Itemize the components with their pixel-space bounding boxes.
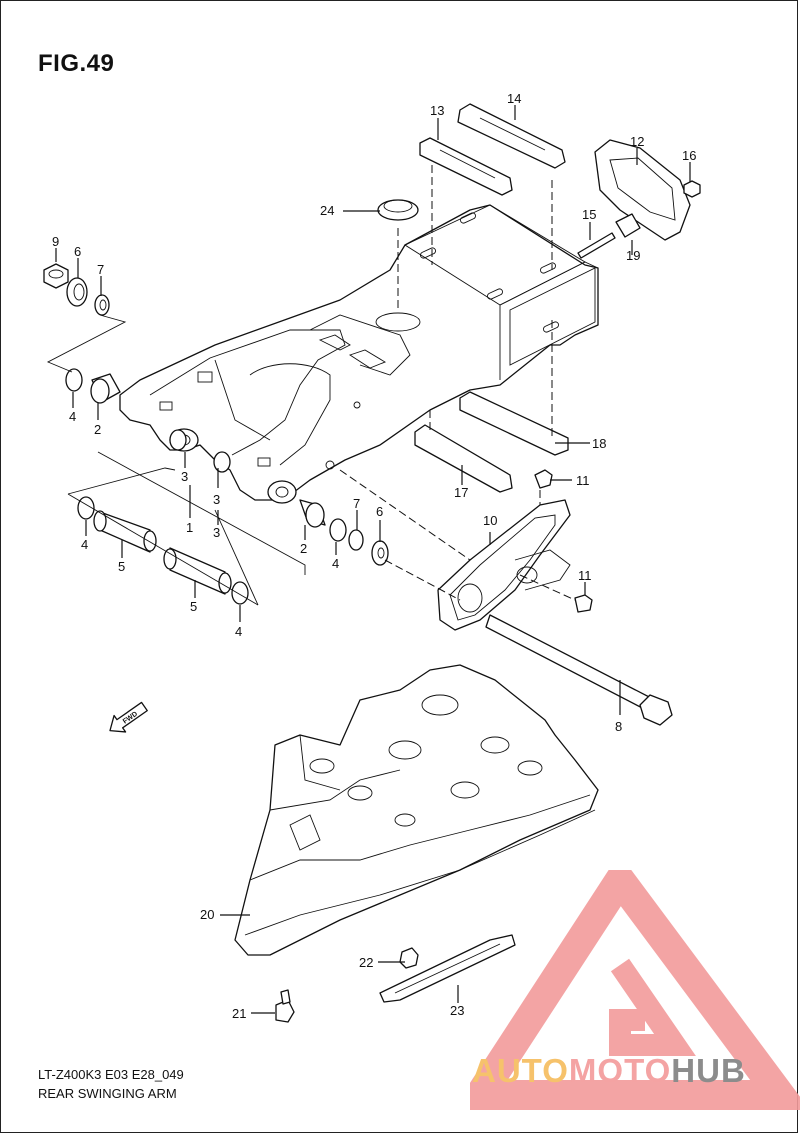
callout-2: 2 xyxy=(94,422,101,437)
watermark-text: AUTOMOTOHUB xyxy=(472,1052,746,1090)
callout-4c: 4 xyxy=(235,624,242,639)
callout-22: 22 xyxy=(359,955,373,970)
fwd-arrow: FWD xyxy=(109,701,148,733)
callout-11b: 11 xyxy=(578,568,592,583)
section-name: REAR SWINGING ARM xyxy=(38,1086,177,1101)
callout-21: 21 xyxy=(232,1006,246,1021)
callout-6: 6 xyxy=(74,244,81,259)
callout-3b: 3 xyxy=(213,492,220,507)
assembly-lines xyxy=(339,165,576,601)
callout-4b: 4 xyxy=(81,537,88,552)
fwd-label: FWD xyxy=(122,711,139,726)
watermark-logo xyxy=(470,870,800,1110)
callout-15: 15 xyxy=(582,207,596,222)
callout-4: 4 xyxy=(69,409,76,424)
callout-1: 1 xyxy=(186,520,193,535)
callout-19: 19 xyxy=(626,248,640,263)
skid-rail xyxy=(379,934,516,1003)
callout-11: 11 xyxy=(576,473,590,488)
callout-5: 5 xyxy=(118,559,125,574)
bushings xyxy=(43,263,389,605)
callout-3c: 3 xyxy=(213,525,220,540)
bolt-21-shank xyxy=(280,989,291,1005)
pivot-shaft xyxy=(485,614,673,726)
chain-guide-plate xyxy=(437,499,571,631)
callout-17: 17 xyxy=(454,485,468,500)
callout-12: 12 xyxy=(630,134,644,149)
callout-16: 16 xyxy=(682,148,696,163)
callout-13: 13 xyxy=(430,103,444,118)
callout-5b: 5 xyxy=(190,599,197,614)
callout-leaders xyxy=(55,105,691,1014)
watermark-hub: HUB xyxy=(671,1052,746,1089)
bracket-lines xyxy=(46,314,306,606)
callout-9: 9 xyxy=(52,234,59,249)
callout-6b: 6 xyxy=(376,504,383,519)
callout-3: 3 xyxy=(181,469,188,484)
model-code: LT-Z400K3 E03 E28_049 xyxy=(38,1067,184,1082)
callout-18: 18 xyxy=(592,436,606,451)
upper-brackets xyxy=(377,103,701,259)
callout-23: 23 xyxy=(450,1003,464,1018)
callout-4d: 4 xyxy=(332,556,339,571)
callout-20: 20 xyxy=(200,907,214,922)
figure-title: FIG.49 xyxy=(38,50,115,77)
callout-7: 7 xyxy=(97,262,104,277)
watermark-auto: AUTO xyxy=(472,1052,569,1089)
skid-plate xyxy=(234,664,599,956)
callout-2b: 2 xyxy=(300,541,307,556)
lower-brackets xyxy=(414,391,593,613)
callout-24: 24 xyxy=(320,203,334,218)
callout-10: 10 xyxy=(483,513,497,528)
callout-8: 8 xyxy=(615,719,622,734)
bolt-22 xyxy=(399,947,419,969)
callout-14: 14 xyxy=(507,91,521,106)
callout-labels: 9 6 7 4 2 3 1 3 3 4 5 5 4 2 4 7 6 10 8 1… xyxy=(52,91,696,1021)
callout-7b: 7 xyxy=(353,496,360,511)
swing-arm xyxy=(119,204,599,504)
watermark-moto: MOTO xyxy=(568,1052,672,1089)
